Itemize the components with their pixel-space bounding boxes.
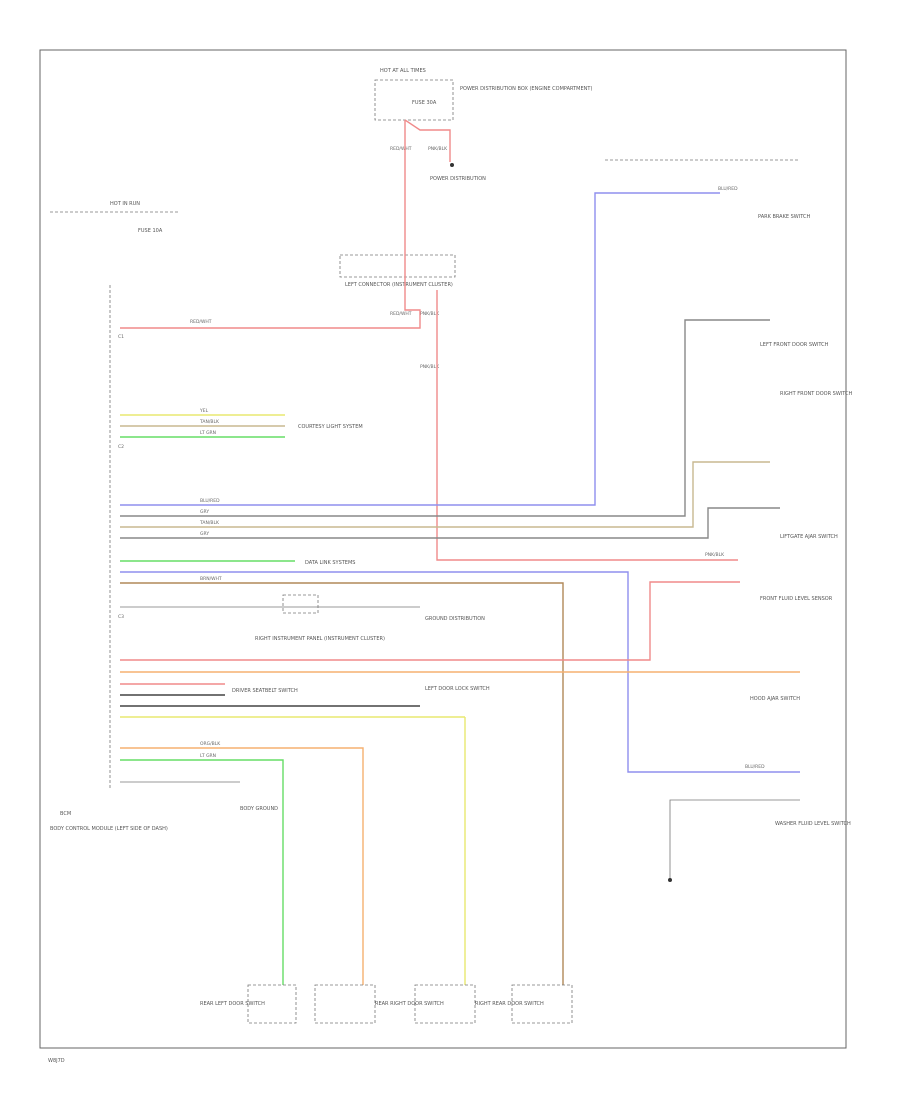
wire-label-red-mid: RED/WHT: [390, 311, 412, 317]
hot-run-label: HOT IN RUN: [110, 201, 140, 207]
ground-dist-label: GROUND DISTRIBUTION: [425, 616, 485, 622]
bcm-short-label: BCM: [60, 811, 71, 817]
hood-ajar-label: HOOD AJAR SWITCH: [750, 696, 800, 702]
bcm-connector-c2: C2: [118, 444, 124, 450]
bcm-connector-c3: C3: [118, 614, 124, 620]
door-switch-liftgate: [511, 984, 573, 1024]
body-ground-label: BODY GROUND: [240, 806, 278, 812]
door-switch-rear-right: REAR RIGHT DOOR SWITCH: [314, 984, 444, 1024]
wire-pink-long: [436, 290, 738, 561]
fuse-label: FUSE 30A: [412, 100, 437, 106]
diagram-frame: [39, 49, 847, 1049]
wire-label-red-top: RED/WHT: [390, 146, 412, 152]
left-door-lock-label: LEFT DOOR LOCK SWITCH: [425, 686, 490, 692]
wire-blue-park: [120, 192, 720, 506]
inst-cluster-right-label: RIGHT INSTRUMENT PANEL (INSTRUMENT CLUST…: [255, 636, 385, 642]
left-front-door-label: LEFT FRONT DOOR SWITCH: [760, 342, 829, 348]
page-code: W8J7D: [48, 1058, 65, 1064]
wire-red-fuse: [404, 119, 451, 162]
inst-cluster-top: LEFT CONNECTOR (INSTRUMENT CLUSTER): [339, 254, 456, 288]
wire-label-grn-cl: LT GRN: [200, 430, 216, 436]
fuse-hot-label: FUSE 10A: [138, 228, 163, 234]
wire-label-tan-1: TAN/BLK: [199, 520, 220, 526]
fuse-block: HOT AT ALL TIMES FUSE 30A POWER DISTRIBU…: [374, 68, 592, 121]
wire-red-bcm: [120, 120, 421, 329]
wire-label-org-rear: ORG/BLK: [200, 741, 221, 747]
seatbelt-label: DRIVER SEATBELT SWITCH: [232, 688, 298, 694]
wire-label-tan-cl: TAN/BLK: [199, 419, 220, 425]
wire-label-gry-2: GRY: [200, 531, 209, 537]
front-sensor-label: FRONT FLUID LEVEL SENSOR: [760, 596, 833, 602]
bcm-label: BODY CONTROL MODULE (LEFT SIDE OF DASH): [50, 826, 168, 832]
wire-label-pnk-top: PNK/BLK: [428, 146, 448, 152]
wire-label-yel-cl: YEL: [199, 408, 209, 414]
door-switch-rear-left: REAR LEFT DOOR SWITCH: [200, 984, 297, 1024]
wire-orange-long: [120, 582, 564, 985]
fuse-block-desc: POWER DISTRIBUTION BOX (ENGINE COMPARTME…: [460, 86, 592, 92]
bcm-connector-c1: C1: [118, 334, 124, 340]
wire-gray2: [120, 507, 780, 539]
liftgate-label: LIFTGATE AJAR SWITCH: [780, 534, 838, 540]
power-dist-label: POWER DISTRIBUTION: [430, 176, 486, 182]
wire-label-pnk-right: PNK/BLK: [705, 552, 725, 558]
right-rear-door-label: RIGHT REAR DOOR SWITCH: [475, 1001, 544, 1007]
wire-green-rear: [120, 759, 284, 985]
rear-right-door-label: REAR RIGHT DOOR SWITCH: [375, 1001, 444, 1007]
wire-tan-door: [120, 461, 770, 528]
data-link-label: DATA LINK SYSTEMS: [305, 560, 355, 566]
fuse-block-title: HOT AT ALL TIMES: [380, 68, 426, 74]
wire-label-brn-1: BRN/WHT: [200, 576, 222, 582]
wire-label-grn-rear: LT GRN: [200, 753, 216, 759]
washer-fluid-label: WASHER FLUID LEVEL SWITCH: [775, 821, 851, 827]
inst-cluster-top-label: LEFT CONNECTOR (INSTRUMENT CLUSTER): [345, 282, 453, 288]
bcm-module: C1 C2 C3 BCM BODY CONTROL MODULE (LEFT S…: [50, 285, 168, 832]
wire-label-pnk-lower: PNK/BLK: [420, 364, 440, 370]
wire-red-front: [120, 581, 740, 661]
wire-label-gry-1: GRY: [200, 509, 209, 515]
wire-label-blu-3: BLU/RED: [745, 764, 765, 770]
right-front-door-label: RIGHT FRONT DOOR SWITCH: [780, 391, 853, 397]
wire-label-red-bcm: RED/WHT: [190, 319, 212, 325]
wire-gray-door: [120, 319, 770, 517]
wire-label-pnk-mid: PNK/BLK: [420, 311, 440, 317]
rear-left-door-label: REAR LEFT DOOR SWITCH: [200, 1001, 265, 1007]
courtesy-light-label: COURTESY LIGHT SYSTEM: [298, 424, 363, 430]
wire-label-blu-2: BLU/RED: [718, 186, 738, 192]
wire-label-blu-1: BLU/RED: [200, 498, 220, 504]
wire-orange-rear: [120, 747, 364, 985]
door-switch-right-rear: RIGHT REAR DOOR SWITCH: [414, 984, 544, 1024]
park-brake-label: PARK BRAKE SWITCH: [758, 214, 810, 220]
